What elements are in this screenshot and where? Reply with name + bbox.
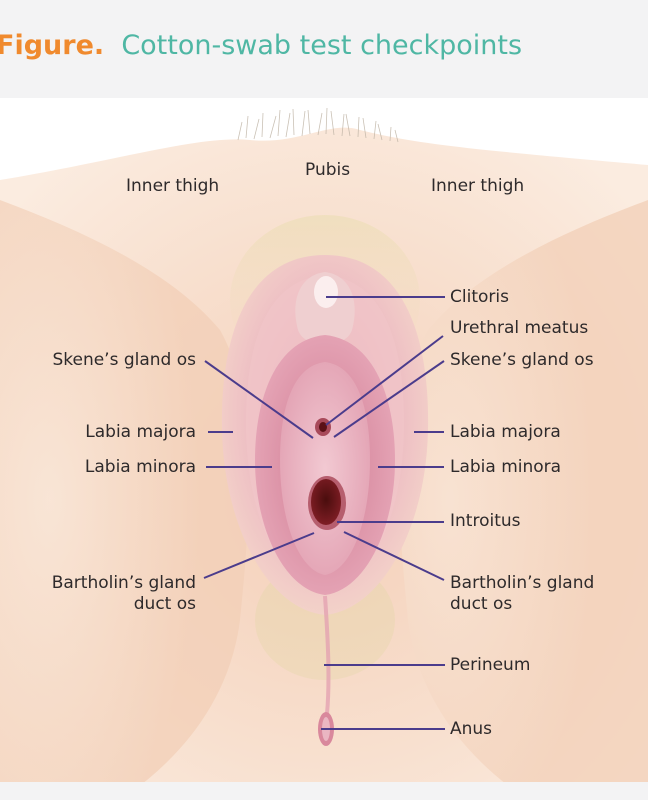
perineum-raphe [323,595,331,715]
leader-lines [203,296,445,730]
anatomy-illustration [0,107,648,800]
figure-title-prefix: Figure. [0,30,105,61]
label-inner-thigh-right: Inner thigh [431,176,525,196]
label-introitus: Introitus [450,511,521,531]
label-bartholins-left-line1: Bartholin’s gland [51,573,196,593]
figure-title-text: Cotton-swab test checkpoints [121,30,523,61]
leader-urethral-meatus [325,335,444,426]
label-labia-minora-left: Labia minora [84,457,196,477]
inner-thigh-right-shape [399,200,648,800]
label-anus: Anus [450,719,493,739]
label-labia-majora-right: Labia majora [450,422,561,442]
label-perineum: Perineum [450,655,531,675]
label-bartholins-right-line1: Bartholin’s gland [450,573,595,593]
label-labia-minora-right: Labia minora [450,457,562,477]
label-skenes-gland-os-right: Skene’s gland os [450,350,594,370]
leader-bartholins-left [203,532,315,579]
inner-thigh-left-shape [0,200,249,800]
title-bar: Figure. Cotton-swab test checkpoints [0,0,648,98]
clitoral-hood [295,272,355,345]
label-bartholins-left: Bartholin’s gland duct os [52,573,196,615]
label-labia-majora-left: Labia majora [85,422,196,442]
leader-skenes-left [204,360,314,439]
label-inner-thigh-left: Inner thigh [126,176,220,196]
leader-bartholins-right [343,531,445,581]
leader-skenes-right [333,360,445,438]
label-bartholins-right-line2: duct os [450,594,513,614]
label-clitoris: Clitoris [450,287,509,307]
label-bartholins-left-line2: duct os [133,594,196,614]
label-pubis: Pubis [305,160,351,180]
label-skenes-gland-os-left: Skene’s gland os [52,350,196,370]
label-urethral-meatus: Urethral meatus [450,318,589,338]
figure-title: Figure. Cotton-swab test checkpoints [0,30,522,61]
pubic-hair [237,107,399,143]
label-bartholins-right: Bartholin’s gland duct os [450,573,594,615]
